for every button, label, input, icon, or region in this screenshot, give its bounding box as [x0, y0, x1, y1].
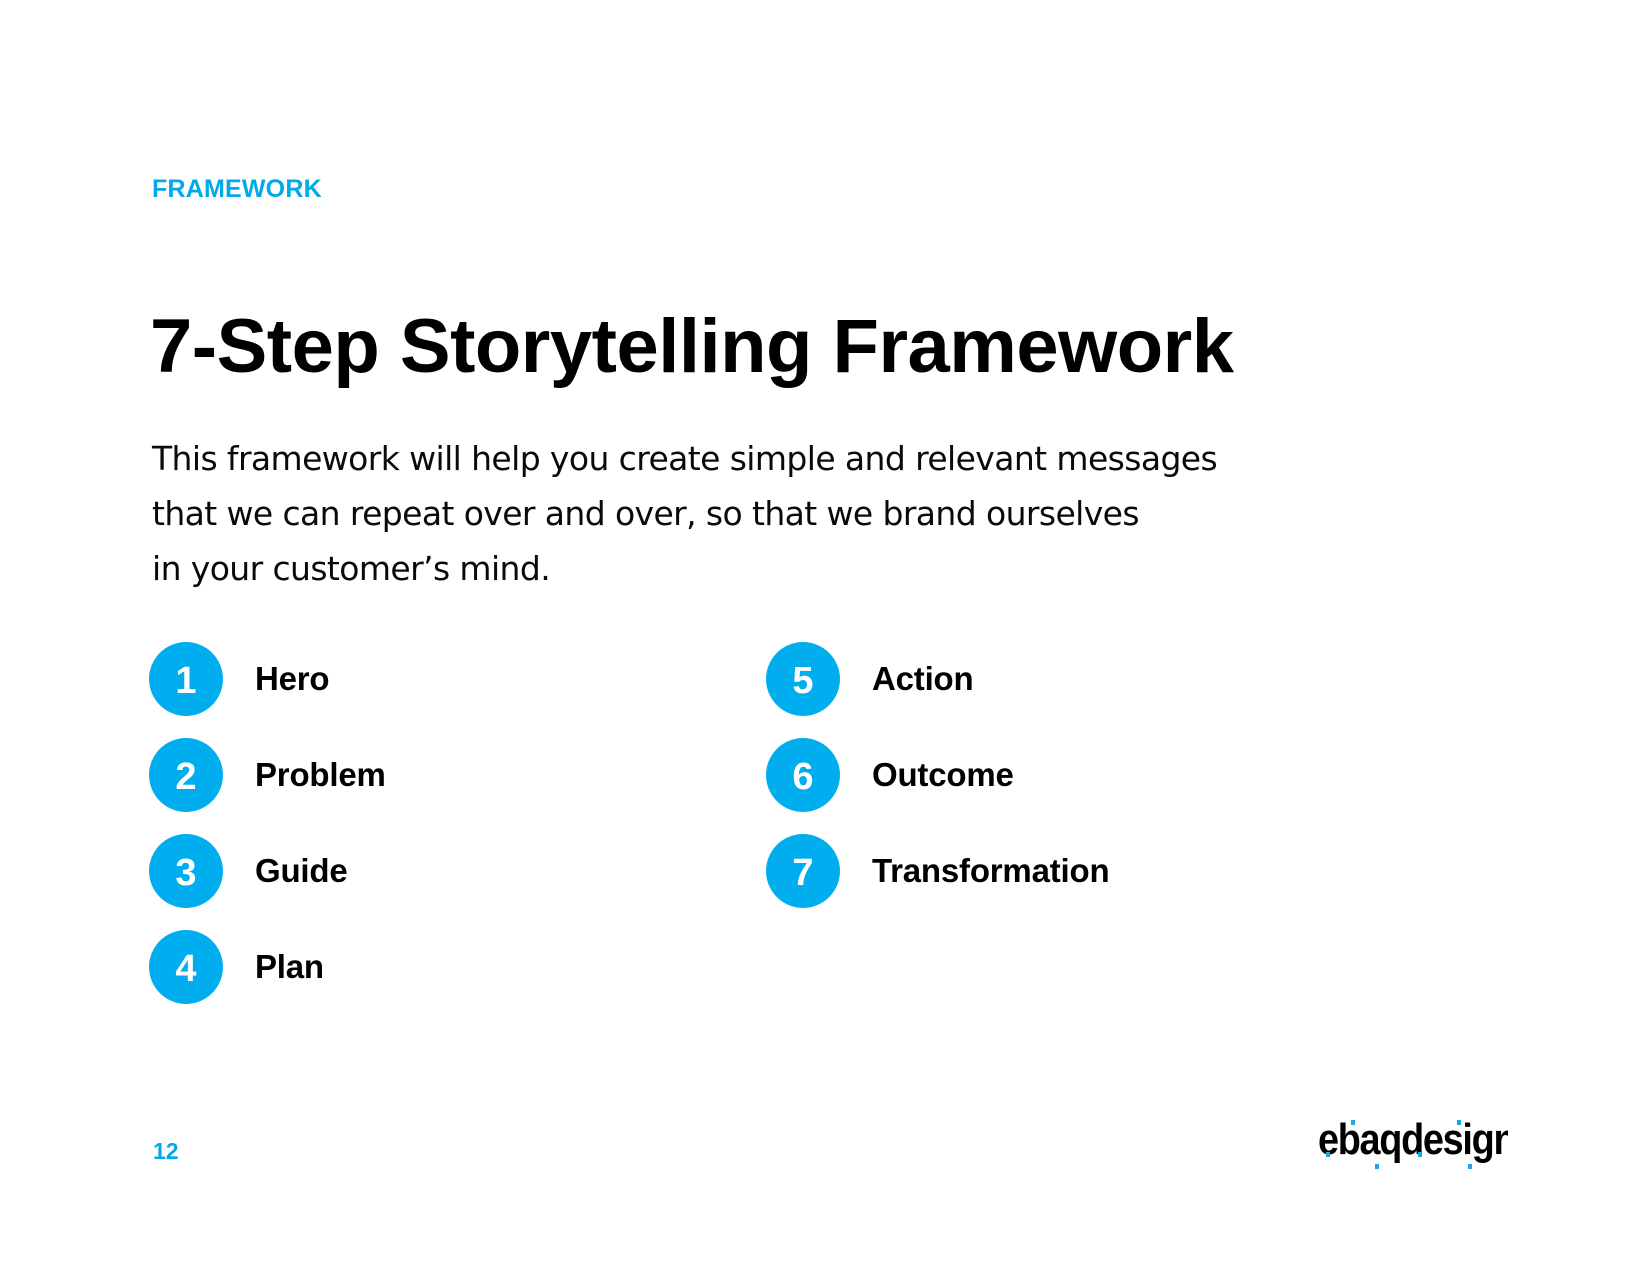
step-item-action: 5 Action: [766, 642, 1109, 716]
logo-accent-dot: [1468, 1164, 1472, 1169]
intro-line-3: in your customer’s mind.: [152, 549, 551, 588]
step-item-guide: 3 Guide: [149, 834, 386, 908]
steps-right-column: 5 Action 6 Outcome 7 Transformation: [766, 642, 1110, 930]
logo-accent-dot: [1418, 1152, 1422, 1157]
logo-accent-dot: [1326, 1152, 1330, 1157]
step-number-badge: 3: [149, 834, 223, 908]
brand-logo: ebaqdesign: [1318, 1108, 1508, 1172]
step-number-badge: 1: [149, 642, 223, 716]
step-item-plan: 4 Plan: [149, 930, 386, 1004]
step-number-badge: 5: [766, 642, 840, 716]
intro-paragraph: This framework will help you create simp…: [152, 431, 1372, 596]
steps-left-column: 1 Hero 2 Problem 3 Guide 4 Plan: [149, 642, 386, 1026]
step-item-transformation: 7 Transformation: [766, 834, 1110, 908]
step-label: Hero: [255, 660, 330, 697]
step-item-hero: 1 Hero: [149, 642, 386, 716]
step-number-badge: 2: [149, 738, 223, 812]
page-number: 12: [153, 1138, 179, 1164]
step-item-outcome: 6 Outcome: [766, 738, 1109, 812]
step-number-badge: 6: [766, 738, 840, 812]
step-label: Outcome: [872, 756, 1014, 793]
step-item-problem: 2 Problem: [149, 738, 386, 812]
step-label: Action: [872, 660, 974, 697]
intro-line-2: that we can repeat over and over, so tha…: [152, 494, 1140, 533]
step-number-badge: 7: [766, 834, 840, 908]
page-title: 7-Step Storytelling Framework: [150, 304, 1234, 389]
logo-wordmark: ebaqdesign: [1318, 1114, 1508, 1163]
logo-accent-dot: [1375, 1164, 1379, 1169]
section-eyebrow: FRAMEWORK: [152, 175, 322, 203]
step-number-badge: 4: [149, 930, 223, 1004]
step-label: Plan: [255, 948, 324, 985]
intro-line-1: This framework will help you create simp…: [152, 439, 1218, 478]
step-label: Problem: [255, 756, 386, 793]
logo-accent-dot: [1457, 1120, 1461, 1125]
step-label: Transformation: [872, 852, 1110, 889]
ebaqdesign-logo-icon: ebaqdesign: [1318, 1114, 1508, 1169]
logo-accent-dot: [1351, 1120, 1355, 1125]
step-label: Guide: [255, 852, 348, 889]
